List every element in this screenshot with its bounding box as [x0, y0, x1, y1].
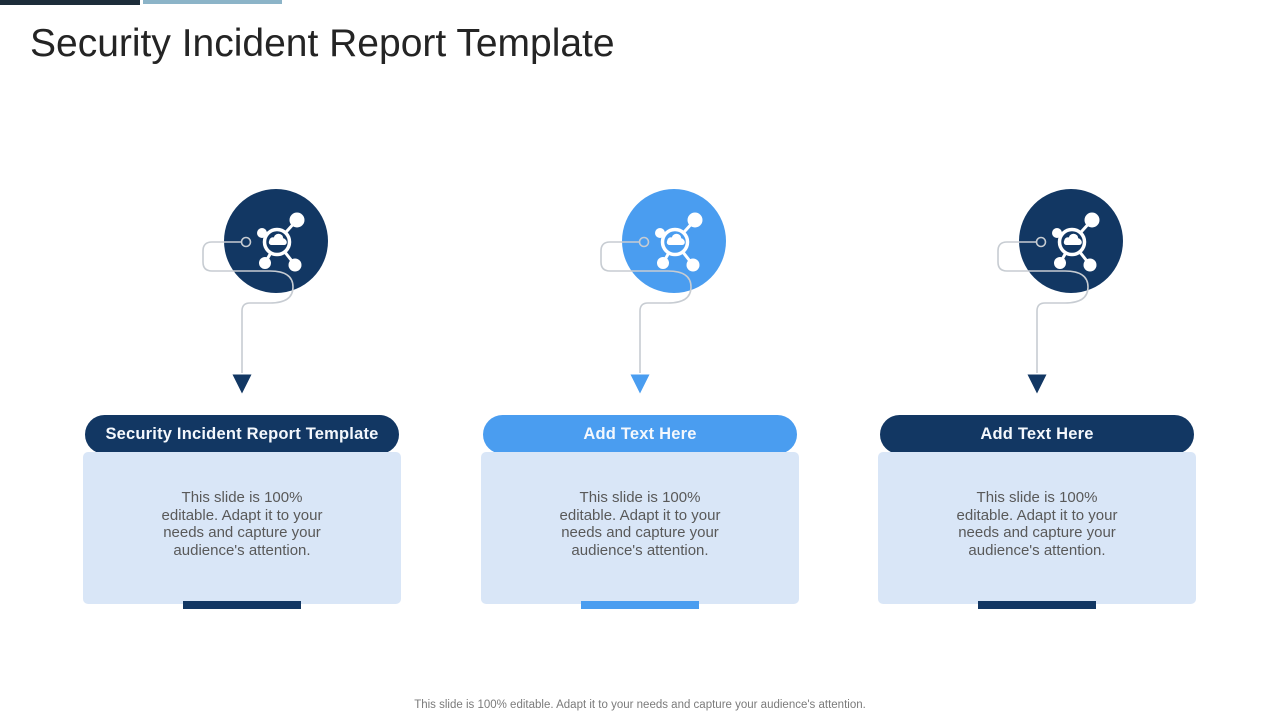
column-1: Security Incident Report Template This s…	[83, 0, 401, 720]
top-accent-bar-dark	[0, 0, 140, 5]
column-header-pill[interactable]: Add Text Here	[880, 415, 1194, 454]
arrow-down-icon	[232, 374, 252, 394]
arrow-down-icon	[630, 374, 650, 394]
network-nodes	[655, 212, 703, 272]
cloud-icon	[1063, 233, 1082, 245]
network-badge-graphic	[202, 189, 328, 394]
footer-caption: This slide is 100% editable. Adapt it to…	[414, 699, 866, 711]
card-body	[481, 452, 799, 604]
card-bottom-tab	[978, 601, 1096, 609]
card-body	[878, 452, 1196, 604]
arrow-down-icon	[1027, 374, 1047, 394]
connector-squiggle	[997, 241, 1089, 373]
card-text[interactable]: This slide is 100% editable. Adapt it to…	[559, 489, 721, 559]
card-bottom-tab	[183, 601, 301, 609]
card-text[interactable]: This slide is 100% editable. Adapt it to…	[161, 489, 323, 559]
card-body	[83, 452, 401, 604]
card-bottom-tab	[581, 601, 699, 609]
network-badge-graphic	[997, 189, 1123, 394]
network-badge-graphic	[600, 189, 726, 394]
connector-squiggle	[202, 241, 294, 373]
top-accent-bar-light	[143, 0, 282, 4]
connector-squiggle	[600, 241, 692, 373]
cloud-icon	[666, 233, 685, 245]
card-text[interactable]: This slide is 100% editable. Adapt it to…	[956, 489, 1118, 559]
network-nodes	[1052, 212, 1100, 272]
page-title[interactable]: Security Incident Report Template	[30, 22, 615, 65]
column-header-pill[interactable]: Security Incident Report Template	[85, 415, 399, 454]
column-3: Add Text Here This slide is 100% editabl…	[878, 0, 1196, 720]
column-2: Add Text Here This slide is 100% editabl…	[481, 0, 799, 720]
network-nodes	[257, 212, 305, 272]
cloud-icon	[268, 233, 287, 245]
column-header-pill[interactable]: Add Text Here	[483, 415, 797, 454]
